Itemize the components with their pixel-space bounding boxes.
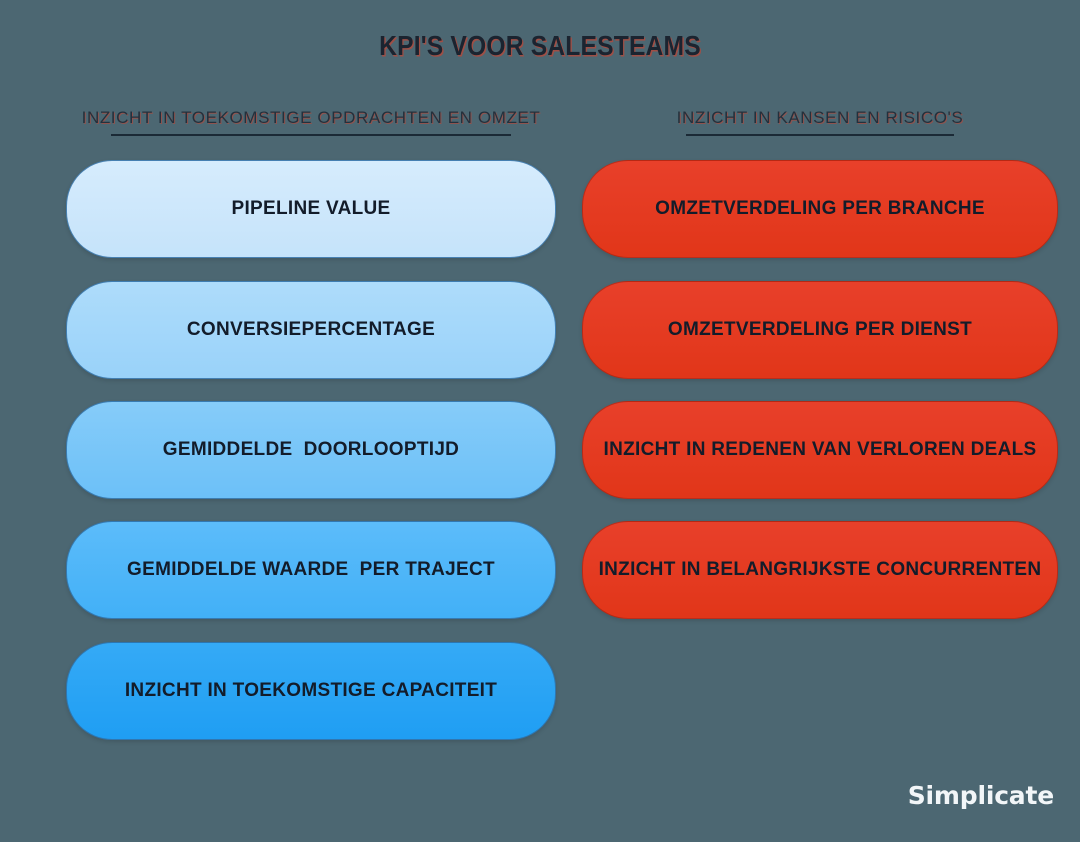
- kpi-pill-label: OMZETVERDELING PER BRANCHE: [655, 198, 985, 219]
- kpi-pill-gemiddelde-doorlooptijd[interactable]: GEMIDDELDE DOORLOOPTIJD: [66, 401, 556, 499]
- column-header-left-divider: [111, 134, 511, 136]
- kpi-pill-belangrijkste-concurrenten[interactable]: INZICHT IN BELANGRIJKSTE CONCURRENTEN: [582, 521, 1058, 619]
- kpi-pill-gemiddelde-waarde-per-traject[interactable]: GEMIDDELDE WAARDE PER TRAJECT: [66, 521, 556, 619]
- kpi-pill-label: INZICHT IN BELANGRIJKSTE CONCURRENTEN: [598, 559, 1042, 580]
- kpi-pill-label: INZICHT IN REDENEN VAN VERLOREN DEALS: [603, 439, 1037, 460]
- kpi-pill-conversiepercentage[interactable]: CONVERSIEPERCENTAGE: [66, 281, 556, 379]
- page-title: KPI'S VOOR SALESTEAMS: [379, 30, 701, 61]
- kpi-pill-omzetverdeling-per-dienst[interactable]: OMZETVERDELING PER DIENST: [582, 281, 1058, 379]
- kpi-pill-label: INZICHT IN TOEKOMSTIGE CAPACITEIT: [124, 680, 498, 701]
- kpi-pill-label: GEMIDDELDE WAARDE PER TRAJECT: [127, 559, 495, 580]
- kpi-pill-omzetverdeling-per-branche[interactable]: OMZETVERDELING PER BRANCHE: [582, 160, 1058, 258]
- column-header-left: INZICHT IN TOEKOMSTIGE OPDRACHTEN EN OMZ…: [66, 108, 556, 136]
- column-header-right-label: INZICHT IN KANSEN EN RISICO'S: [676, 108, 964, 127]
- kpi-pill-inzicht-toekomstige-capaciteit[interactable]: INZICHT IN TOEKOMSTIGE CAPACITEIT: [66, 642, 556, 740]
- kpi-pill-redenen-verloren-deals[interactable]: INZICHT IN REDENEN VAN VERLOREN DEALS: [582, 401, 1058, 499]
- simplicate-logo: Simplicate: [907, 781, 1054, 810]
- kpi-pill-pipeline-value[interactable]: PIPELINE VALUE: [66, 160, 556, 258]
- kpi-pill-label: GEMIDDELDE DOORLOOPTIJD: [162, 439, 460, 460]
- kpi-pill-label: OMZETVERDELING PER DIENST: [667, 319, 973, 340]
- column-header-right: INZICHT IN KANSEN EN RISICO'S: [582, 108, 1058, 136]
- column-header-right-divider: [686, 134, 954, 136]
- column-header-left-label: INZICHT IN TOEKOMSTIGE OPDRACHTEN EN OMZ…: [81, 108, 541, 127]
- kpi-pill-label: CONVERSIEPERCENTAGE: [186, 319, 436, 340]
- kpi-pill-label: PIPELINE VALUE: [231, 198, 391, 219]
